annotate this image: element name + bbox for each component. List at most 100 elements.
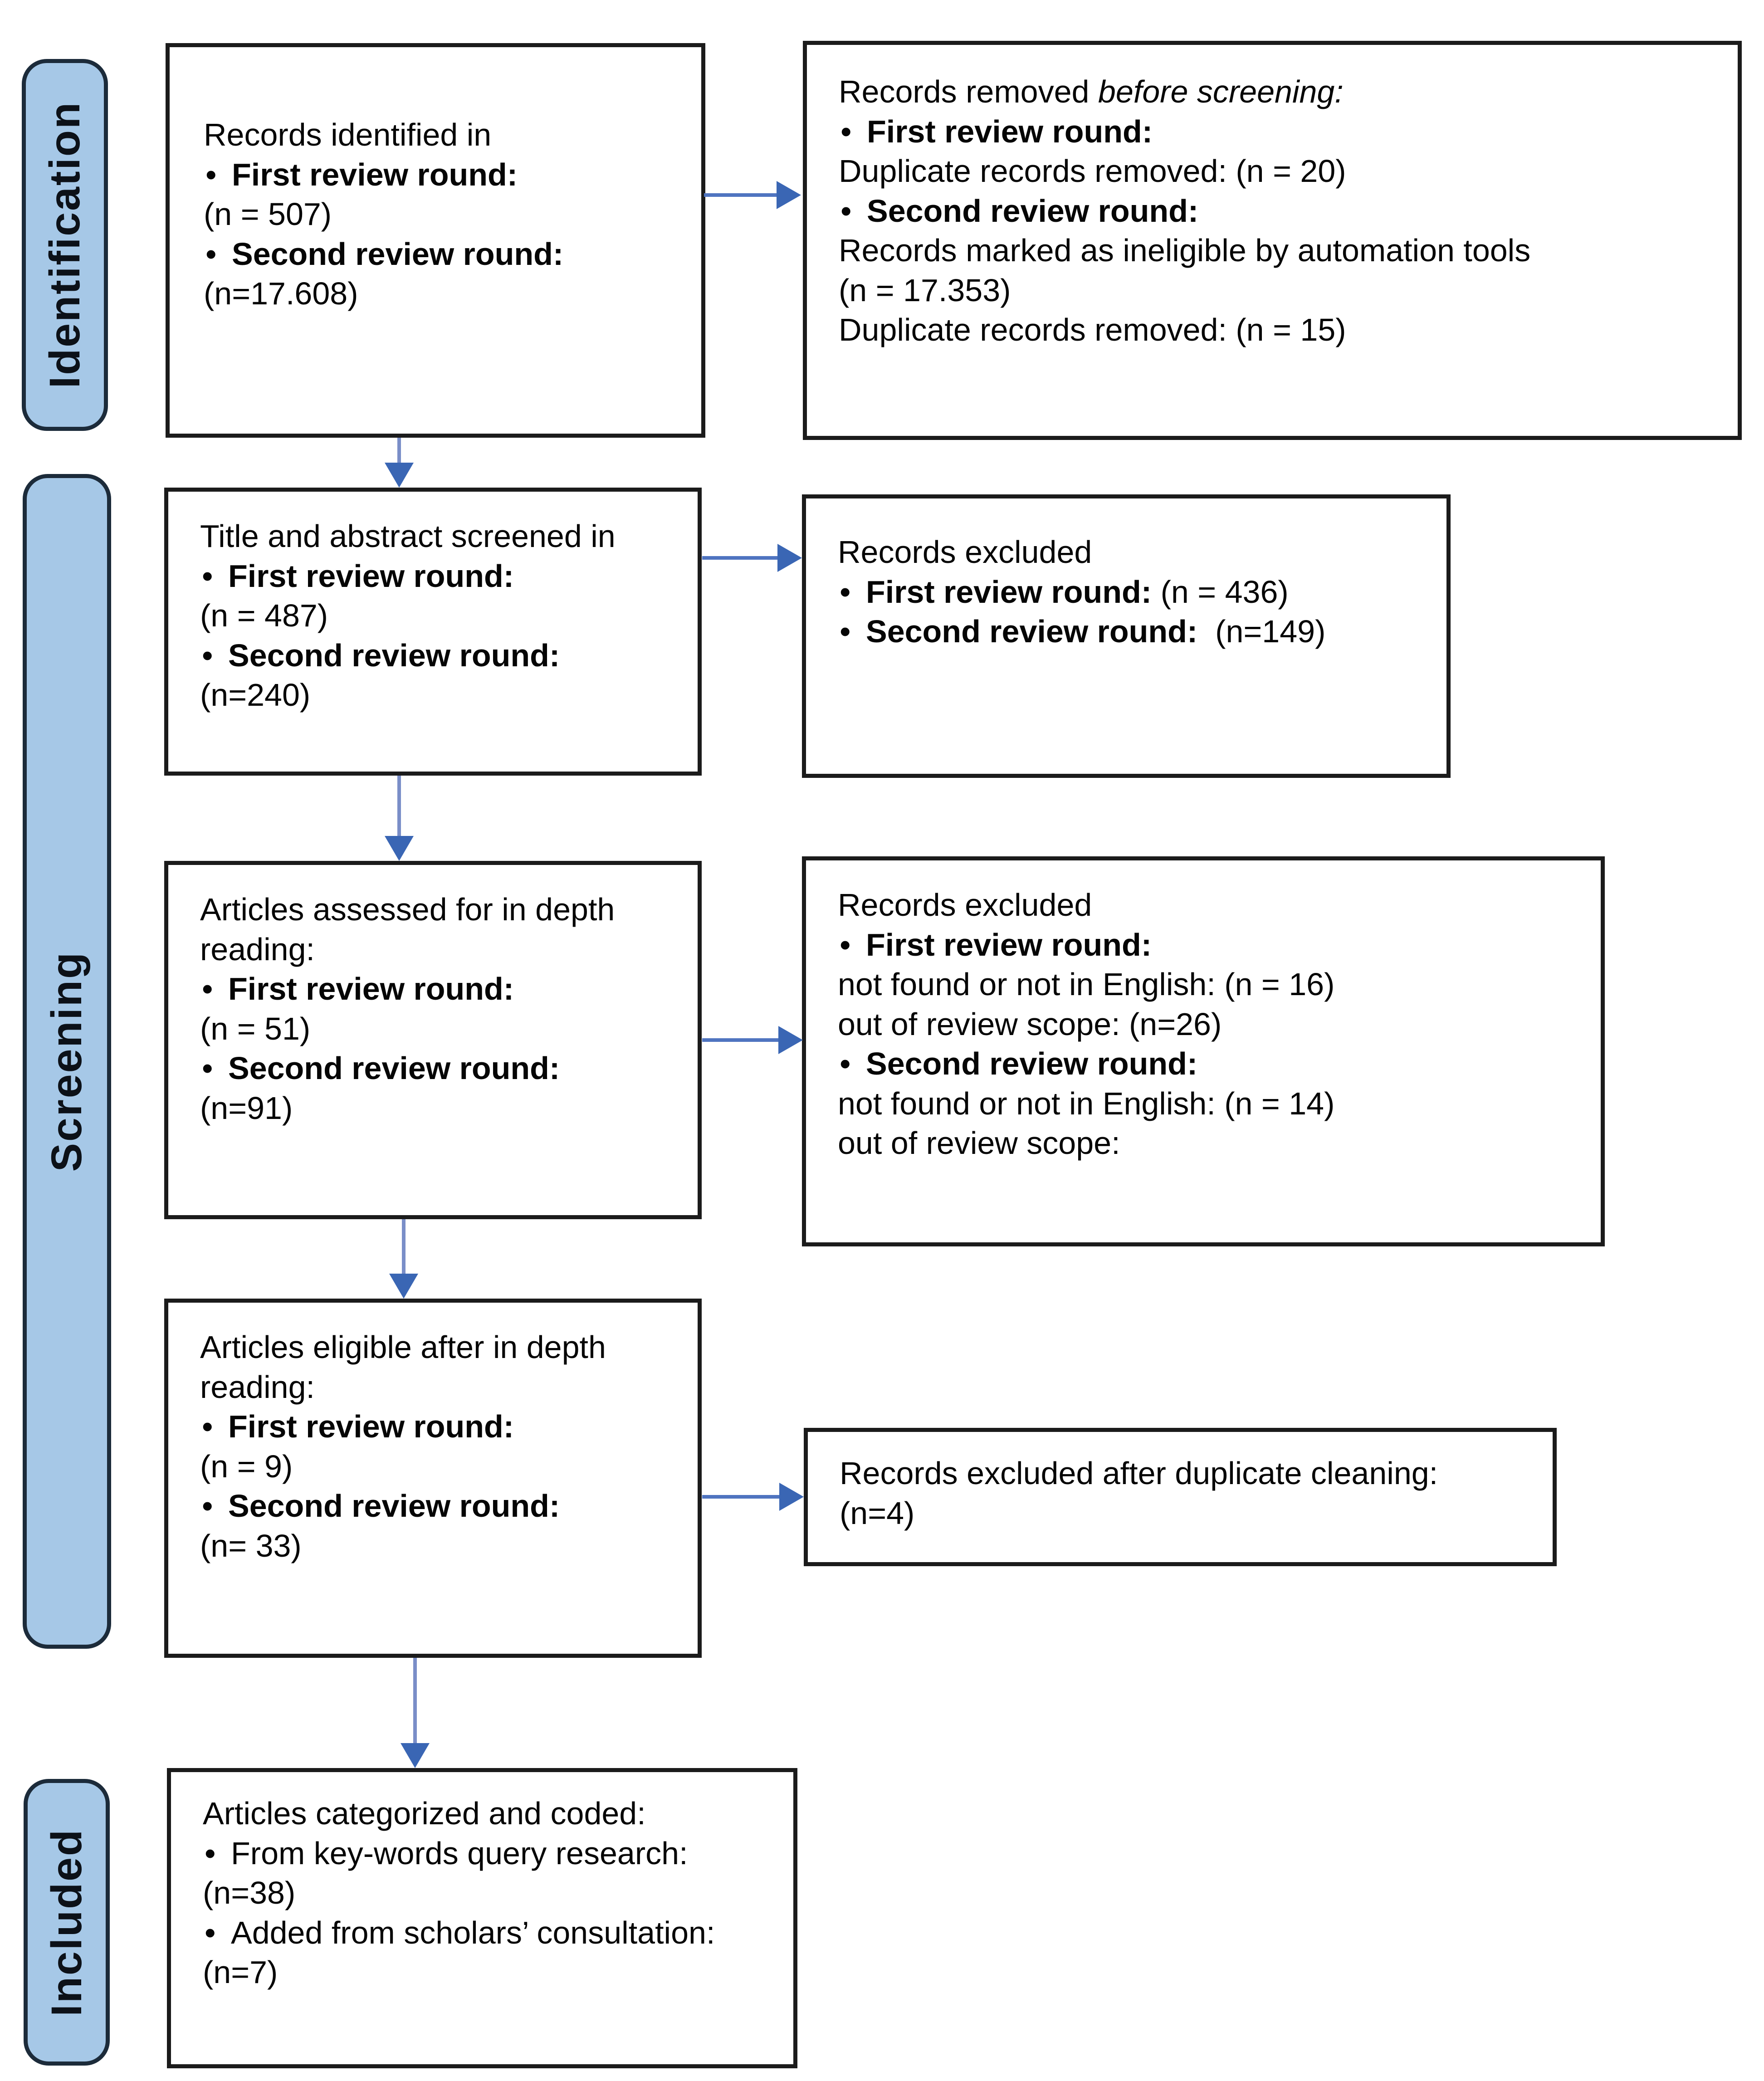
bullet-dot: • xyxy=(202,971,213,1006)
stage-included-label: Included xyxy=(42,1828,91,2017)
box-records-excluded-duplicate-cleaning: Records excluded after duplicate cleanin… xyxy=(804,1428,1557,1566)
bullet-dot: • xyxy=(202,637,213,673)
box-articles-eligible-title: Articles eligible after in depth reading… xyxy=(200,1329,606,1405)
bullet-second-review-round: • Second review round: xyxy=(200,1486,675,1526)
stage-identification-label: Identification xyxy=(40,101,89,389)
bullet-second-review-round: •Second review round: xyxy=(200,1049,675,1089)
bullet-keywords-query: • From key-words query research: xyxy=(203,1834,771,1874)
bullet-value: (n = 9) xyxy=(200,1448,293,1484)
bullet-detail: not found or not in English: (n = 14) xyxy=(838,1085,1335,1121)
title-italic: before screening: xyxy=(1098,74,1344,109)
bullet-dot: • xyxy=(840,113,852,149)
bullet-label: First review round: xyxy=(866,574,1152,610)
bullet-first-review-round: • First review round: xyxy=(204,155,679,195)
bullet-second-review-round: • Second review round: xyxy=(838,1044,1576,1084)
bullet-value: (n=240) xyxy=(200,677,311,713)
arrow-head-down-icon xyxy=(401,1743,430,1768)
bullet-detail: Duplicate records removed: (n = 20) xyxy=(839,153,1346,189)
arrow-head-right-icon xyxy=(778,1026,803,1054)
bullet-value: (n= 33) xyxy=(200,1528,302,1563)
arrow-line xyxy=(702,556,779,560)
arrow-line xyxy=(397,438,401,464)
bullet-value: (n = 51) xyxy=(200,1011,311,1046)
arrow-head-down-icon xyxy=(389,1274,418,1299)
bullet-scholars-consultation: •Added from scholars’ consultation: xyxy=(203,1913,771,1953)
title-regular: Records removed xyxy=(839,74,1098,109)
bullet-second-review-round: • Second review round: (n=149) xyxy=(838,612,1419,652)
bullet-label: First review round: xyxy=(866,927,1152,962)
box-records-removed-title: Records removed before screening: xyxy=(839,72,1710,112)
bullet-dot: • xyxy=(202,1488,213,1524)
bullet-value: (n=38) xyxy=(203,1875,296,1910)
bullet-label: First review round: xyxy=(232,156,518,192)
box-records-excluded-title: Records excluded xyxy=(838,887,1092,923)
stage-identification: Identification xyxy=(22,59,108,431)
arrow-head-down-icon xyxy=(385,836,414,861)
bullet-first-review-round: • First review round: xyxy=(200,969,675,1009)
box-records-removed-before-screening: Records removed before screening: •First… xyxy=(803,41,1742,440)
bullet-dot: • xyxy=(840,614,851,649)
bullet-detail: Duplicate records removed: (n = 15) xyxy=(839,312,1346,347)
bullet-first-review-round: • First review round: xyxy=(200,557,675,596)
bullet-dot: • xyxy=(202,1409,213,1444)
bullet-label: Second review round: xyxy=(228,1488,560,1524)
bullet-dot: • xyxy=(840,193,852,229)
box-records-identified-title: Records identified in xyxy=(204,117,492,152)
bullet-label: Second review round: xyxy=(232,236,564,272)
box-articles-assessed-title: Articles assessed for in depth reading: xyxy=(200,892,615,967)
arrow-line xyxy=(413,1658,417,1744)
box-articles-assessed: Articles assessed for in depth reading: … xyxy=(164,861,702,1219)
bullet-dot: • xyxy=(202,1050,213,1086)
bullet-value: (n = 487) xyxy=(200,598,328,633)
arrow-head-down-icon xyxy=(385,463,414,488)
bullet-label: Added from scholars’ consultation: xyxy=(231,1915,715,1950)
bullet-label: Second review round: xyxy=(867,193,1199,229)
bullet-dot: • xyxy=(840,574,851,610)
box-title-abstract-screened: Title and abstract screened in • First re… xyxy=(164,488,702,776)
bullet-dot: • xyxy=(202,558,213,594)
bullet-value: (n=7) xyxy=(203,1954,278,1990)
arrow-head-right-icon xyxy=(777,181,801,209)
bullet-first-review-round: •First review round: xyxy=(838,925,1576,965)
box-duplicate-cleaning-line1: Records excluded after duplicate cleanin… xyxy=(840,1456,1438,1491)
box-title-abstract-title: Title and abstract screened in xyxy=(200,518,616,554)
bullet-dot: • xyxy=(840,1046,851,1081)
bullet-value: (n=91) xyxy=(200,1090,293,1126)
arrow-head-right-icon xyxy=(779,1483,804,1511)
arrow-line xyxy=(702,1038,780,1042)
bullet-detail: (n = 17.353) xyxy=(839,272,1011,308)
box-articles-categorized: Articles categorized and coded: •From ke… xyxy=(167,1768,797,2068)
bullet-label: First review round: xyxy=(228,1409,514,1444)
bullet-detail: out of review scope: xyxy=(838,1125,1120,1161)
bullet-detail: not found or not in English: (n = 16) xyxy=(838,967,1335,1002)
stage-included: Included xyxy=(24,1779,110,2066)
bullet-label: Second review round: xyxy=(866,1046,1198,1081)
bullet-second-review-round: • Second review round: xyxy=(200,636,675,676)
box-duplicate-cleaning-line2: (n=4) xyxy=(840,1495,915,1531)
box-records-excluded-title: Records excluded xyxy=(838,534,1092,570)
box-articles-eligible: Articles eligible after in depth reading… xyxy=(164,1299,702,1658)
bullet-value: (n = 507) xyxy=(204,196,332,232)
bullet-value: (n=17.608) xyxy=(204,276,358,311)
box-records-excluded-reasons: Records excluded •First review round: no… xyxy=(802,856,1605,1246)
bullet-dot: • xyxy=(205,236,217,272)
box-records-excluded-screening: Records excluded • First review round: (n… xyxy=(802,494,1451,778)
bullet-dot: • xyxy=(205,1835,216,1871)
stage-screening: Screening xyxy=(23,474,111,1649)
bullet-first-review-round: • First review round: (n = 436) xyxy=(838,572,1419,612)
bullet-value: (n = 436) xyxy=(1152,574,1289,610)
bullet-second-review-round: • Second review round: xyxy=(839,191,1710,231)
bullet-label: Second review round: xyxy=(866,614,1198,649)
arrow-line xyxy=(704,193,780,197)
box-records-identified: Records identified in • First review roun… xyxy=(166,43,705,438)
bullet-label: From key-words query research: xyxy=(231,1835,688,1871)
bullet-dot: • xyxy=(205,156,217,192)
bullet-first-review-round: •First review round: xyxy=(839,112,1710,152)
bullet-second-review-round: • Second review round: xyxy=(204,234,679,274)
bullet-label: First review round: xyxy=(228,971,514,1006)
stage-screening-label: Screening xyxy=(43,951,91,1172)
arrow-line xyxy=(402,1219,406,1275)
bullet-label: Second review round: xyxy=(228,637,560,673)
bullet-label: First review round: xyxy=(228,558,514,594)
bullet-value: (n=149) xyxy=(1197,614,1326,649)
